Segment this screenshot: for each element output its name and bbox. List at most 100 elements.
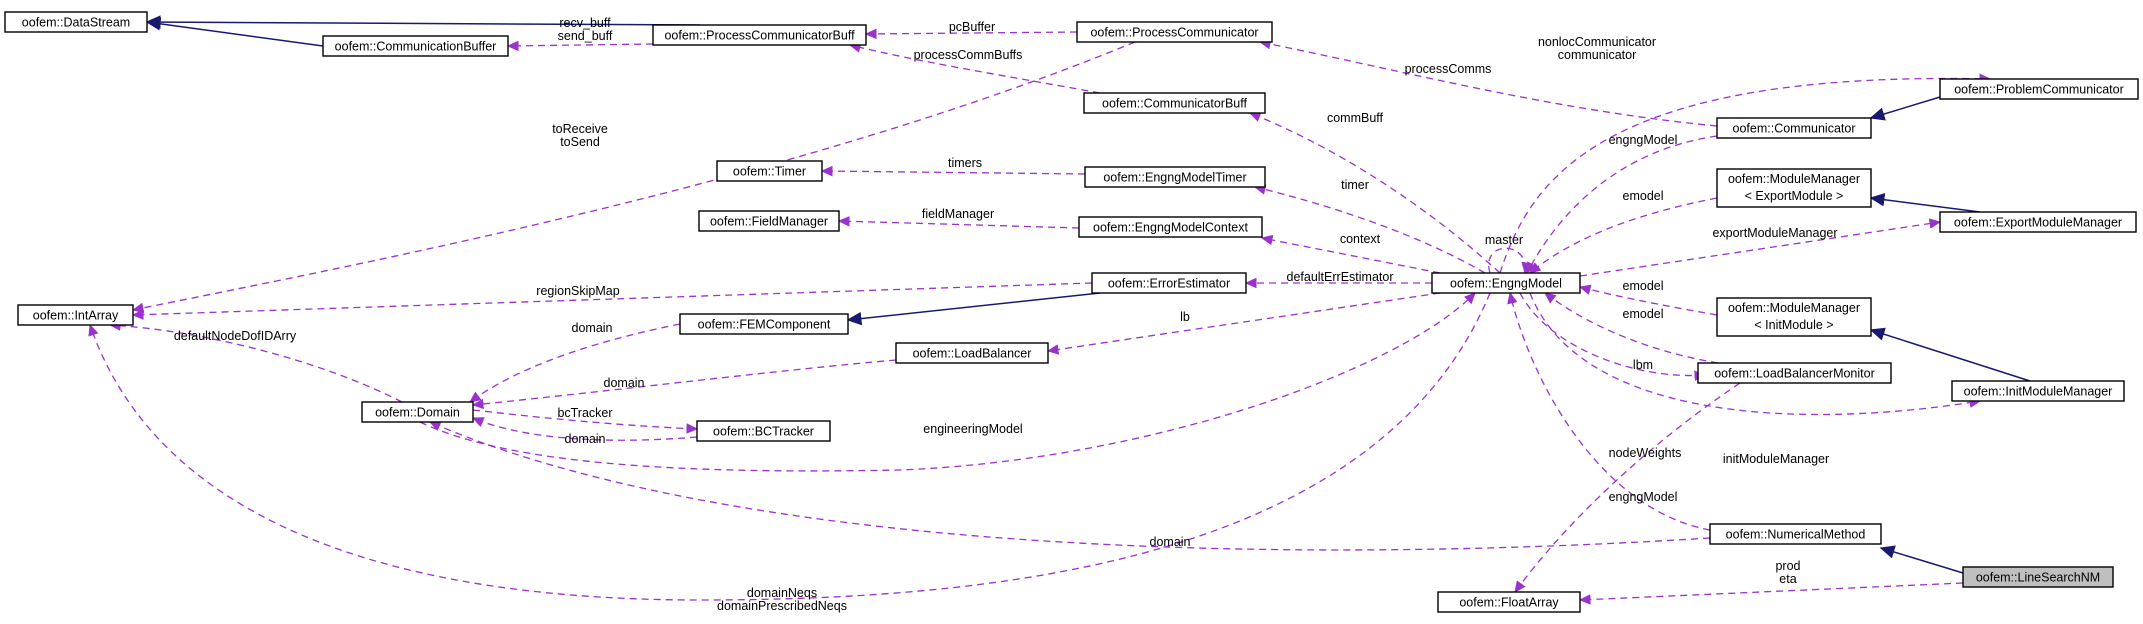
class-box[interactable] bbox=[679, 313, 849, 335]
edge-engng-model-context-to-field-manager bbox=[837, 216, 1080, 229]
class-box[interactable] bbox=[1431, 272, 1581, 294]
class-box[interactable] bbox=[361, 401, 474, 423]
class-node-process-communicator[interactable]: oofem::ProcessCommunicator bbox=[1076, 21, 1273, 43]
class-box[interactable] bbox=[17, 304, 134, 326]
class-box[interactable] bbox=[1939, 211, 2137, 233]
edge-numerical-method-to-domain bbox=[428, 421, 1711, 551]
edge-label: domain bbox=[572, 321, 613, 335]
class-node-field-manager[interactable]: oofem::FieldManager bbox=[698, 210, 840, 232]
class-node-load-balancer-monitor[interactable]: oofem::LoadBalancerMonitor bbox=[1697, 362, 1892, 384]
class-node-engng-model[interactable]: oofem::EngngModel bbox=[1431, 272, 1581, 294]
class-box[interactable] bbox=[1951, 380, 2125, 402]
class-node-data-stream[interactable]: oofem::DataStream bbox=[4, 11, 148, 33]
class-node-femcomponent[interactable]: oofem::FEMComponent bbox=[679, 313, 849, 335]
class-node-int-array[interactable]: oofem::IntArray bbox=[17, 304, 134, 326]
edge-label: lb bbox=[1180, 310, 1190, 324]
class-node-line-search-nm[interactable]: oofem::LineSearchNM bbox=[1962, 566, 2114, 588]
class-box[interactable] bbox=[1091, 272, 1247, 294]
class-node-bctracker[interactable]: oofem::BCTracker bbox=[696, 420, 831, 442]
class-node-module-manager-init[interactable]: oofem::ModuleManager< InitModule > bbox=[1716, 297, 1872, 337]
edge-engng-model-to-engng-model-timer bbox=[1253, 184, 1486, 274]
edge-label: fieldManager bbox=[922, 207, 994, 221]
edge-femcomponent-to-domain bbox=[469, 323, 681, 403]
class-node-load-balancer[interactable]: oofem::LoadBalancer bbox=[895, 342, 1049, 364]
class-box[interactable] bbox=[1716, 297, 1872, 337]
edge-load-balancer-monitor-to-engng-model bbox=[1544, 292, 1719, 364]
class-node-timer[interactable]: oofem::Timer bbox=[716, 160, 823, 182]
edge-error-estimator-to-femcomponent bbox=[846, 292, 1101, 326]
edge-label: timer bbox=[1341, 178, 1369, 192]
class-name: oofem::Timer bbox=[733, 165, 806, 179]
class-name: oofem::CommunicationBuffer bbox=[335, 40, 497, 54]
edge-label: domain bbox=[1150, 535, 1191, 549]
edge-label: exportModuleManager bbox=[1712, 226, 1837, 240]
edge-label: commBuff bbox=[1327, 111, 1384, 125]
class-name: oofem::LoadBalancer bbox=[913, 347, 1032, 361]
class-box[interactable] bbox=[1076, 21, 1273, 43]
class-name: oofem::EngngModelTimer bbox=[1103, 171, 1246, 185]
class-name: oofem::BCTracker bbox=[713, 425, 814, 439]
class-node-float-array[interactable]: oofem::FloatArray bbox=[1437, 591, 1581, 613]
edge-label: processComms bbox=[1405, 62, 1492, 76]
class-box[interactable] bbox=[698, 210, 840, 232]
class-box[interactable] bbox=[1716, 168, 1872, 208]
edge-label: bcTracker bbox=[557, 406, 612, 420]
class-name: oofem::FEMComponent bbox=[698, 318, 831, 332]
edge-line-search-nm-to-float-array bbox=[1578, 582, 1964, 605]
class-node-numerical-method[interactable]: oofem::NumericalMethod bbox=[1709, 523, 1882, 545]
class-box[interactable] bbox=[716, 160, 823, 182]
edge-engng-model-to-load-balancer bbox=[1046, 292, 1441, 355]
edge-label: domain bbox=[604, 376, 645, 390]
class-name: oofem::LoadBalancerMonitor bbox=[1714, 367, 1875, 381]
class-box[interactable] bbox=[1716, 117, 1872, 139]
edge-domain-to-engng-model bbox=[419, 292, 1476, 472]
edge-label: timers bbox=[948, 156, 982, 170]
class-node-error-estimator[interactable]: oofem::ErrorEstimator bbox=[1091, 272, 1247, 294]
class-box[interactable] bbox=[1078, 216, 1263, 238]
class-node-engng-model-timer[interactable]: oofem::EngngModelTimer bbox=[1084, 166, 1266, 188]
class-box[interactable] bbox=[1437, 591, 1581, 613]
class-box[interactable] bbox=[4, 11, 148, 33]
class-name: oofem::ExportModuleManager bbox=[1954, 216, 2122, 230]
class-node-engng-model-context[interactable]: oofem::EngngModelContext bbox=[1078, 216, 1263, 238]
edge-init-module-manager-to-module-manager-init bbox=[1869, 327, 2031, 382]
class-node-export-module-manager[interactable]: oofem::ExportModuleManager bbox=[1939, 211, 2137, 233]
class-box[interactable] bbox=[1962, 566, 2114, 588]
class-name: oofem::ModuleManager< ExportModule > bbox=[1728, 172, 1860, 203]
class-node-module-manager-export[interactable]: oofem::ModuleManager< ExportModule > bbox=[1716, 168, 1872, 208]
edge-label: nodeWeights bbox=[1609, 446, 1682, 460]
class-box[interactable] bbox=[895, 342, 1049, 364]
edge-label: engineeringModel bbox=[923, 422, 1022, 436]
edge-label: regionSkipMap bbox=[536, 284, 619, 298]
edge-engng-model-timer-to-timer bbox=[820, 165, 1086, 177]
class-box[interactable] bbox=[322, 35, 509, 57]
class-node-communicator-buff[interactable]: oofem::CommunicatorBuff bbox=[1083, 92, 1266, 114]
class-box[interactable] bbox=[1939, 78, 2139, 100]
class-box[interactable] bbox=[1084, 166, 1266, 188]
class-node-domain[interactable]: oofem::Domain bbox=[361, 401, 474, 423]
edge-communicator-buff-to-process-communicator-buff bbox=[848, 42, 1101, 94]
class-box[interactable] bbox=[1697, 362, 1892, 384]
edge-process-communicator-to-int-array bbox=[131, 41, 1136, 314]
class-name: oofem::Communicator bbox=[1733, 122, 1856, 136]
class-box[interactable] bbox=[1083, 92, 1266, 114]
class-box[interactable] bbox=[652, 24, 867, 46]
edge-load-balancer-to-domain bbox=[471, 359, 897, 410]
class-name: oofem::EngngModelContext bbox=[1093, 221, 1248, 235]
class-node-communication-buffer[interactable]: oofem::CommunicationBuffer bbox=[322, 35, 509, 57]
class-node-problem-communicator[interactable]: oofem::ProblemCommunicator bbox=[1939, 78, 2139, 100]
class-name: oofem::IntArray bbox=[33, 309, 119, 323]
class-node-process-communicator-buff[interactable]: oofem::ProcessCommunicatorBuff bbox=[652, 24, 867, 46]
edge-engng-model-to-engng-model-context bbox=[1260, 234, 1441, 274]
class-node-communicator[interactable]: oofem::Communicator bbox=[1716, 117, 1872, 139]
class-box[interactable] bbox=[696, 420, 831, 442]
edge-module-manager-init-to-engng-model bbox=[1578, 284, 1718, 316]
edge-label: initModuleManager bbox=[1723, 452, 1829, 466]
class-name: oofem::ErrorEstimator bbox=[1108, 277, 1230, 291]
class-node-init-module-manager[interactable]: oofem::InitModuleManager bbox=[1951, 380, 2125, 402]
class-box[interactable] bbox=[1709, 523, 1882, 545]
